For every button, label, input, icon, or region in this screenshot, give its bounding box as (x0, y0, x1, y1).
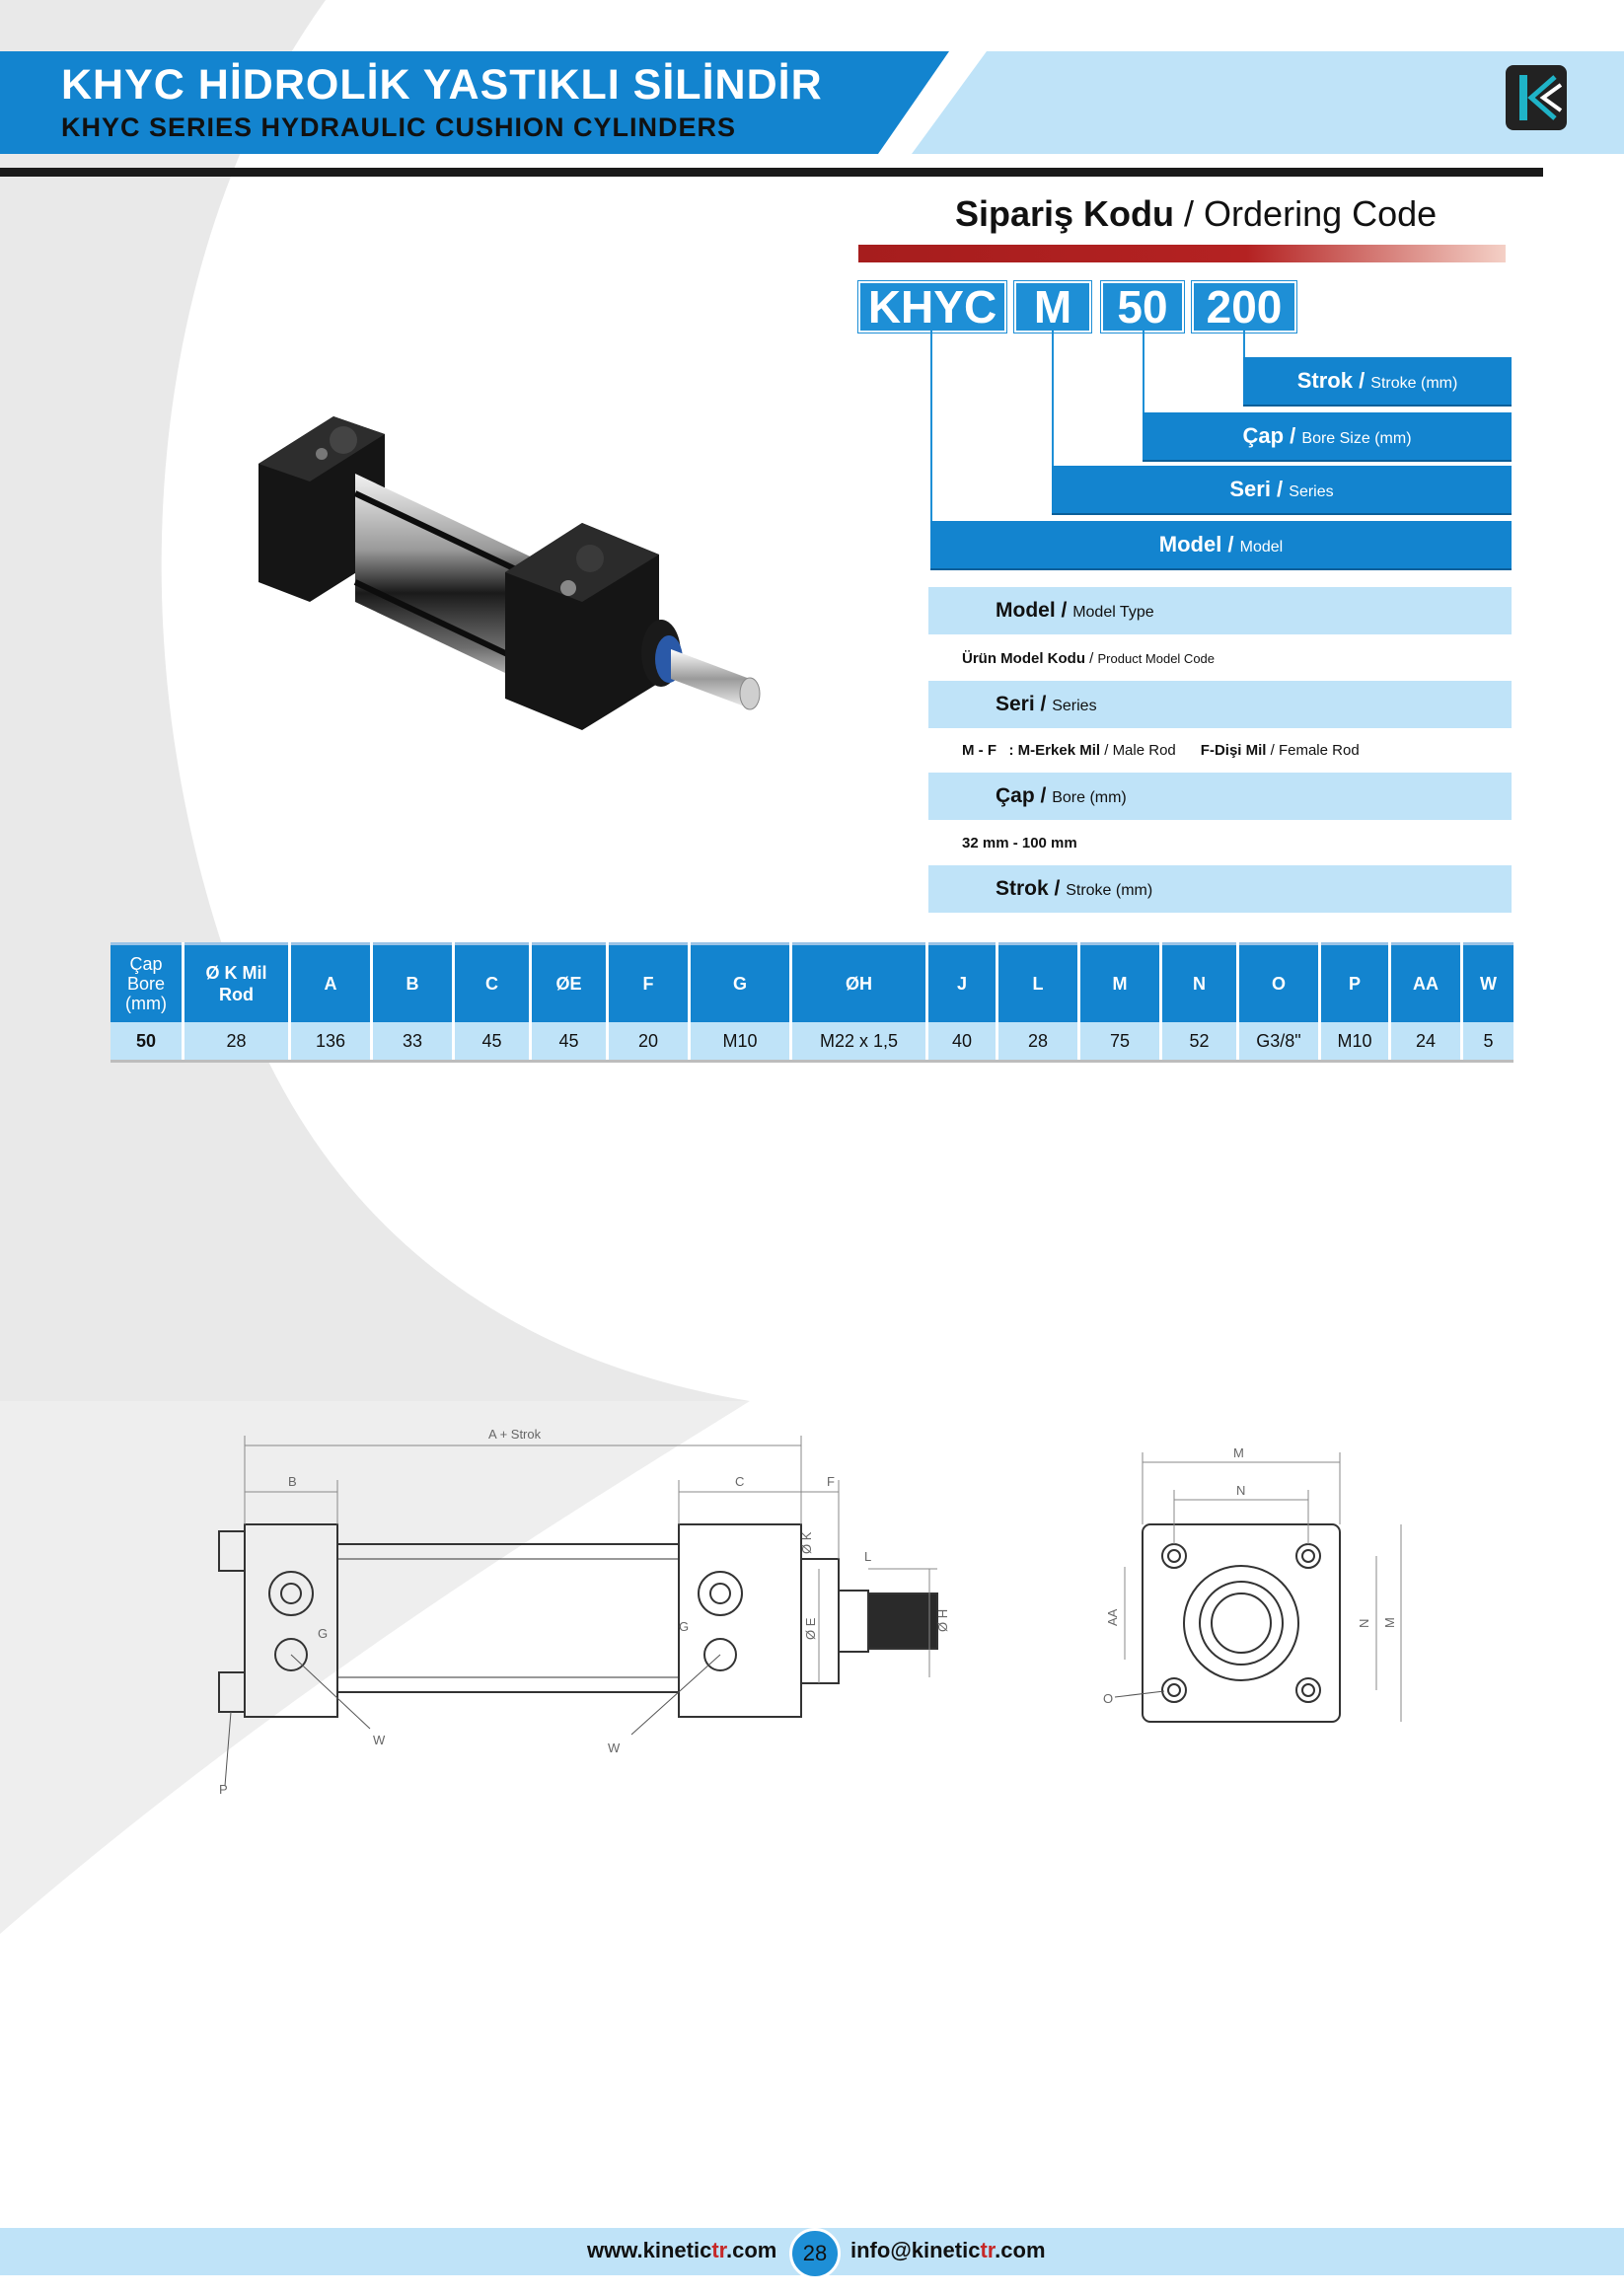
dim-a-strok: A + Strok (488, 1427, 542, 1442)
dim-c: C (735, 1474, 744, 1489)
cell-h: M22 x 1,5 (790, 1022, 928, 1063)
dim-b: B (288, 1474, 297, 1489)
connector-model (930, 330, 932, 521)
footer-email[interactable]: info@kinetictr.com (850, 2238, 1046, 2262)
dim-m-top: M (1233, 1445, 1244, 1460)
spec-model-desc: Ürün Model Kodu / Product Model Code (962, 650, 1216, 667)
label-bore: Çap / Bore Size (mm) (1143, 412, 1512, 462)
dim-oh: Ø H (935, 1609, 950, 1632)
dim-ok: Ø K (799, 1531, 814, 1554)
dim-n-side: N (1357, 1619, 1371, 1628)
spec-head-model: Model / Model Type (928, 587, 1512, 634)
cell-m: 75 (1078, 1022, 1162, 1063)
label-o: O (1103, 1691, 1113, 1706)
cylinder-product-image (258, 416, 761, 730)
th-c: C (453, 942, 532, 1022)
footer-website[interactable]: www.kinetictr.com (587, 2238, 777, 2262)
dim-aa: AA (1105, 1608, 1120, 1626)
cell-a: 136 (289, 1022, 373, 1063)
table-row: 50 28 136 33 45 45 20 M10 M22 x 1,5 40 2… (111, 1022, 1513, 1063)
header-rule (0, 168, 1543, 177)
th-b: B (371, 942, 455, 1022)
th-e: ØE (530, 942, 609, 1022)
spec-bore-range: 32 mm - 100 mm (962, 835, 1077, 852)
cell-c: 45 (453, 1022, 532, 1063)
page-number: 28 (789, 2228, 841, 2279)
th-p: P (1319, 942, 1391, 1022)
kinetic-logo-icon (1519, 75, 1563, 120)
code-box-series: M (1014, 281, 1091, 333)
cell-bore: 50 (111, 1022, 185, 1063)
front-view-drawing: M N N M AA O (1103, 1445, 1402, 1723)
dim-f: F (827, 1474, 835, 1489)
page-subtitle: KHYC SERIES HYDRAULIC CUSHION CYLINDERS (61, 112, 737, 142)
page-title: KHYC HİDROLİK YASTIKLI SİLİNDİR (61, 61, 823, 109)
th-a: A (289, 942, 373, 1022)
cell-l: 28 (997, 1022, 1080, 1063)
th-f: F (607, 942, 691, 1022)
cell-n: 52 (1160, 1022, 1239, 1063)
cell-w: 5 (1461, 1022, 1513, 1063)
label-w-right: W (608, 1741, 621, 1755)
brand-logo (1506, 65, 1567, 130)
header-band (0, 51, 1624, 154)
code-box-stroke: 200 (1192, 281, 1296, 333)
th-h: ØH (790, 942, 928, 1022)
cell-f: 20 (607, 1022, 691, 1063)
connector-series (1052, 330, 1054, 468)
ordering-code-title: Sipariş Kodu / Ordering Code (955, 193, 1438, 234)
dim-oe: Ø E (803, 1617, 818, 1640)
dim-l: L (864, 1549, 871, 1564)
connector-stroke (1243, 330, 1245, 359)
cell-j: 40 (926, 1022, 998, 1063)
th-o: O (1237, 942, 1321, 1022)
dim-m-side: M (1382, 1617, 1397, 1628)
code-box-bore: 50 (1101, 281, 1184, 333)
spec-series-desc: M - F : M-Erkek Mil / Male Rod F-Dişi Mi… (962, 742, 1360, 759)
cell-g: M10 (689, 1022, 792, 1063)
spec-head-stroke: Strok / Stroke (mm) (928, 865, 1512, 913)
cell-p: M10 (1319, 1022, 1391, 1063)
spec-head-series: Seri / Series (928, 681, 1512, 728)
label-series: Seri / Series (1052, 466, 1512, 515)
cell-b: 33 (371, 1022, 455, 1063)
cell-rod: 28 (183, 1022, 291, 1063)
side-view-drawing: A + Strok B C F L Ø K Ø E Ø H G G W W P (218, 1427, 950, 1796)
label-stroke: Strok / Stroke (mm) (1243, 357, 1512, 407)
th-j: J (926, 942, 998, 1022)
cell-aa: 24 (1389, 1022, 1463, 1063)
connector-bore (1143, 330, 1144, 414)
th-n: N (1160, 942, 1239, 1022)
dim-n-top: N (1236, 1483, 1245, 1498)
label-g-left: G (318, 1626, 328, 1641)
code-box-model: KHYC (858, 281, 1006, 333)
label-g-right: G (679, 1619, 689, 1634)
ordering-code-underline (858, 245, 1506, 262)
th-g: G (689, 942, 792, 1022)
cell-o: G3/8" (1237, 1022, 1321, 1063)
th-l: L (997, 942, 1080, 1022)
spec-head-bore: Çap / Bore (mm) (928, 773, 1512, 820)
th-m: M (1078, 942, 1162, 1022)
label-w-left: W (373, 1733, 386, 1747)
th-aa: AA (1389, 942, 1463, 1022)
cell-e: 45 (530, 1022, 609, 1063)
label-model: Model / Model (930, 521, 1512, 570)
th-w: W (1461, 942, 1513, 1022)
label-p: P (219, 1782, 228, 1796)
